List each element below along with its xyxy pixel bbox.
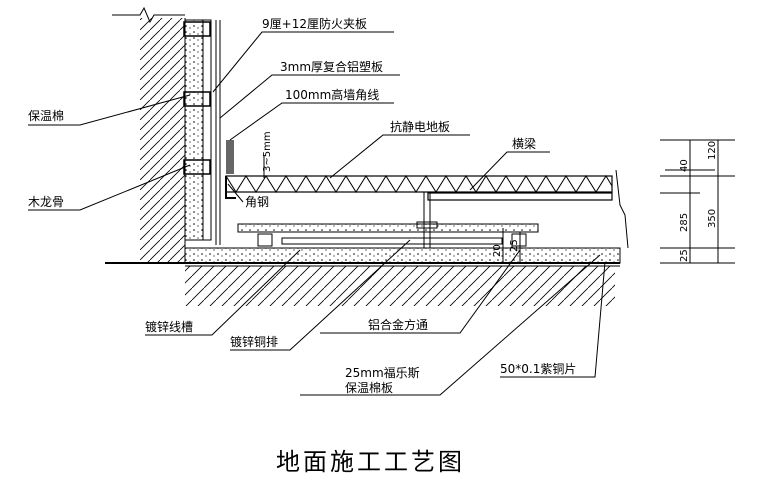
- label-wood-keel: 木龙骨: [28, 195, 64, 209]
- label-fire-board: 9厘+12厘防火夹板: [262, 16, 367, 31]
- label-aluminum-board: 3mm厚复合铝塑板: [280, 59, 383, 74]
- wall-layers: [183, 19, 234, 245]
- label-foam-board-line1: 25mm福乐斯: [345, 365, 420, 380]
- label-baseboard: 100mm高墙角线: [285, 87, 379, 102]
- dim-25-right: 25: [679, 249, 690, 262]
- ground-hatch: [105, 262, 620, 306]
- label-foam-board-line2: 保温棉板: [345, 381, 393, 395]
- label-copper-strip: 50*0.1紫铜片: [500, 361, 576, 376]
- floor-pedestal: [225, 176, 527, 248]
- floor-insulation: [184, 223, 621, 264]
- wall-hatch: [112, 6, 186, 263]
- label-insulation-wool: 保温棉: [28, 109, 64, 123]
- label-aluminum-square-pipe: 铝合金方通: [368, 317, 428, 332]
- label-gap-note: 3~5mm: [262, 131, 273, 172]
- dim-285: 285: [679, 213, 690, 232]
- dimension-block: [660, 139, 735, 264]
- dim-350: 350: [707, 209, 718, 228]
- dim-25-mid: 25: [509, 239, 520, 252]
- label-galvanized-copper-bar: 镀锌铜排: [230, 334, 278, 349]
- antistatic-floor: [225, 169, 629, 249]
- dim-40: 40: [679, 159, 690, 172]
- leader-lines: [28, 31, 606, 396]
- label-antistatic-floor: 抗静电地板: [390, 119, 450, 134]
- diagram-caption: 地面施工工艺图: [276, 448, 465, 476]
- label-angle-steel: 角钢: [245, 195, 269, 209]
- dim-20-mid: 20: [492, 244, 503, 257]
- label-galvanized-trough: 镀锌线槽: [145, 320, 193, 334]
- dim-120: 120: [707, 141, 718, 160]
- label-crossbeam: 横梁: [512, 136, 536, 151]
